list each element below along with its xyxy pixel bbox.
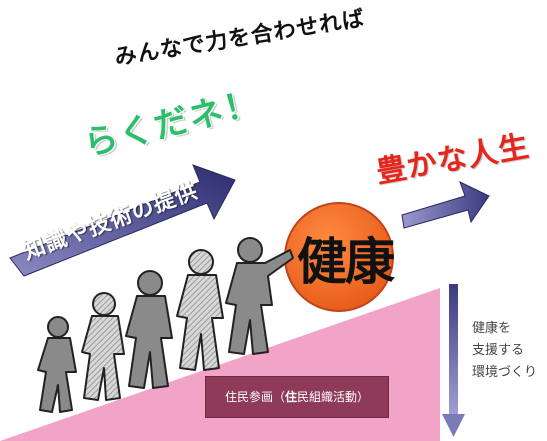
- goal-arrow: [401, 181, 490, 229]
- side-label-line: 環境づくり: [472, 365, 538, 380]
- side-label-line: 支援する: [472, 343, 525, 358]
- walking-people-illustration: [37, 237, 294, 413]
- side-label-line: 健康を: [472, 321, 512, 336]
- participation-prefix: 住民参画（: [224, 390, 285, 404]
- knowledge-arrow: [9, 164, 236, 277]
- support-arrow: [442, 284, 465, 437]
- participation-box: 住民参画（住民組織活動）: [205, 376, 389, 418]
- side-label: 健康を 支援する 環境づくり: [472, 318, 542, 384]
- center-label: 健康: [297, 233, 395, 291]
- participation-emphasis: 住: [284, 390, 297, 404]
- participation-suffix: 民組織活動）: [297, 390, 370, 404]
